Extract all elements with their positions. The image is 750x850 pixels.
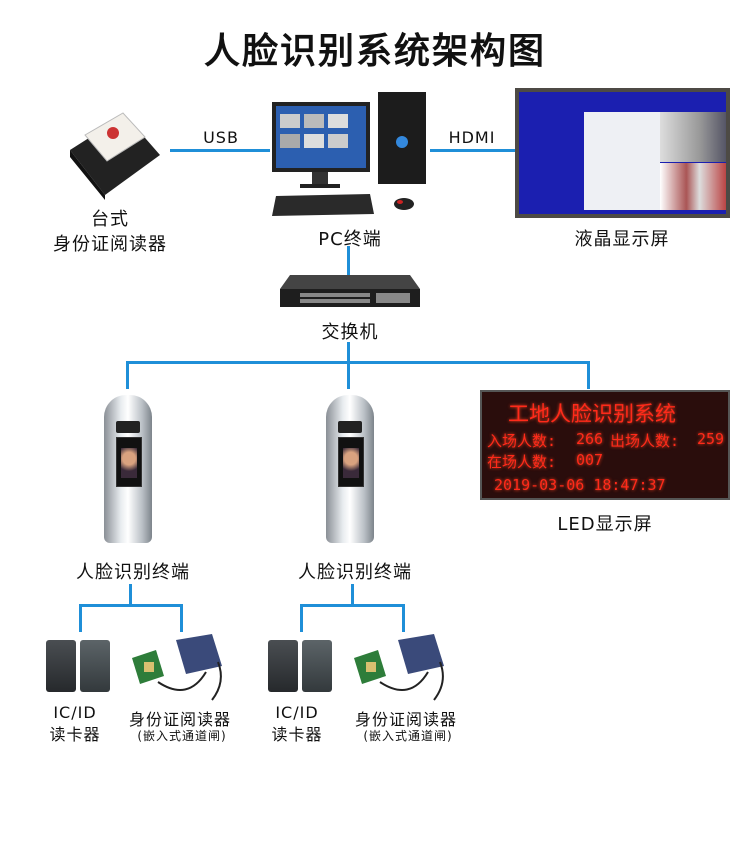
desktop-id-reader-label-2: 身份证阅读器 [53, 234, 167, 255]
desktop-id-reader-label-1: 台式 [91, 209, 129, 230]
group2-card-reader-b [302, 640, 332, 692]
pc-terminal-label: PC终端 [318, 229, 382, 250]
group2-id-drop [402, 604, 405, 632]
led-display: 工地人脸识别系统 入场人数: 266 出场人数: 259 在场人数: 007 2… [480, 390, 730, 500]
group1-card-reader-label-2: 读卡器 [49, 725, 101, 744]
group1-embedded-id-reader-image [132, 634, 222, 701]
drop-line-led [587, 361, 590, 389]
group1-card-drop [79, 604, 82, 632]
group2-card-drop [300, 604, 303, 632]
group1-id-reader-label-2: (嵌入式通道闸) [137, 729, 227, 743]
led-in-label: 入场人数: [487, 432, 557, 450]
network-switch-image [280, 275, 420, 307]
usb-label: USB [203, 128, 239, 147]
switch-trunk-line [347, 342, 350, 364]
group2-card-reader-a [268, 640, 298, 692]
usb-link [170, 149, 270, 152]
group2-card-reader-label-1: IC/ID [275, 703, 319, 722]
diagram-title: 人脸识别系统架构图 [203, 31, 547, 72]
face-terminal-2-label: 人脸识别终端 [298, 562, 412, 583]
pc-terminal-image [272, 92, 426, 216]
lcd-display-label: 液晶显示屏 [574, 229, 670, 250]
led-out-label: 出场人数: [610, 432, 680, 450]
distribution-bus-line [126, 361, 590, 364]
group1-id-reader-label-1: 身份证阅读器 [128, 710, 232, 729]
lcd-display-image [515, 88, 730, 218]
hdmi-label: HDMI [448, 128, 496, 147]
led-in-value: 266 [576, 430, 604, 448]
led-present-value: 007 [576, 451, 604, 469]
group1-card-reader-label-1: IC/ID [53, 703, 97, 722]
group2-card-reader-label-2: 读卡器 [271, 725, 323, 744]
led-present-label: 在场人数: [487, 453, 557, 471]
face-terminal-1-image [104, 395, 152, 543]
led-out-value: 259 [697, 430, 725, 448]
face-terminal-1-label: 人脸识别终端 [76, 562, 190, 583]
group1-trunk-line [129, 584, 132, 606]
desktop-id-reader-image [70, 112, 160, 200]
drop-line-terminal2 [347, 361, 350, 389]
face-terminal-2-image [326, 395, 374, 543]
group2-id-reader-label-1: 身份证阅读器 [354, 710, 458, 729]
led-title: 工地人脸识别系统 [508, 402, 676, 426]
group1-bus-line [79, 604, 183, 607]
switch-label: 交换机 [321, 322, 379, 343]
group2-embedded-id-reader-image [354, 634, 444, 701]
led-datetime: 2019-03-06 18:47:37 [494, 476, 666, 494]
group2-bus-line [300, 604, 405, 607]
pc-switch-link [347, 246, 350, 276]
group1-card-reader-b [80, 640, 110, 692]
drop-line-terminal1 [126, 361, 129, 389]
group1-card-reader-a [46, 640, 76, 692]
group2-trunk-line [351, 584, 354, 606]
group2-id-reader-label-2: (嵌入式通道闸) [363, 729, 453, 743]
hdmi-link [430, 149, 515, 152]
group1-id-drop [180, 604, 183, 632]
led-display-label: LED显示屏 [557, 514, 653, 535]
